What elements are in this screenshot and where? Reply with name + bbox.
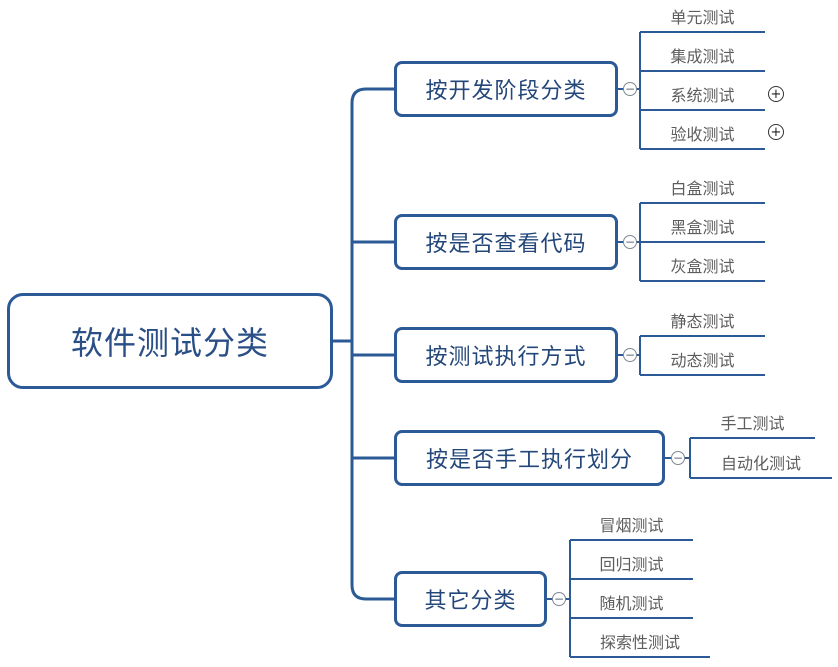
collapse-icon[interactable]: −: [671, 451, 685, 465]
leaf-label: 手工测试: [720, 414, 785, 433]
leaf-label: 集成测试: [670, 47, 735, 66]
leaf-static-test[interactable]: 静态测试: [640, 308, 765, 332]
leaf-label: 验收测试: [670, 125, 735, 144]
category-label: 其它分类: [424, 589, 517, 614]
collapse-icon[interactable]: −: [623, 235, 637, 249]
leaf-manual-test[interactable]: 手工测试: [690, 410, 815, 434]
leaf-label: 灰盒测试: [670, 257, 735, 276]
category-label: 按开发阶段分类: [425, 79, 587, 104]
collapse-icon[interactable]: −: [623, 348, 637, 362]
leaf-black-box-test[interactable]: 黑盒测试: [640, 214, 765, 238]
category-label: 按测试执行方式: [425, 345, 587, 370]
category-label: 按是否查看代码: [425, 232, 587, 257]
leaf-label: 探索性测试: [599, 633, 680, 652]
root-topic-label: 软件测试分类: [70, 324, 269, 362]
leaf-random-test[interactable]: 随机测试: [570, 590, 693, 614]
leaf-acceptance-test[interactable]: 验收测试: [640, 121, 765, 145]
root-topic[interactable]: 软件测试分类: [7, 293, 333, 389]
leaf-label: 白盒测试: [670, 179, 735, 198]
leaf-smoke-test[interactable]: 冒烟测试: [570, 512, 693, 536]
collapse-icon[interactable]: −: [552, 592, 566, 606]
leaf-dynamic-test[interactable]: 动态测试: [640, 347, 765, 371]
leaf-label: 黑盒测试: [670, 218, 735, 237]
leaf-white-box-test[interactable]: 白盒测试: [640, 175, 765, 199]
leaf-label: 静态测试: [670, 312, 735, 331]
category-label: 按是否手工执行划分: [425, 448, 633, 473]
leaf-label: 系统测试: [670, 86, 735, 105]
leaf-exploratory-test[interactable]: 探索性测试: [570, 629, 710, 653]
leaf-integration-test[interactable]: 集成测试: [640, 43, 765, 67]
category-view-code[interactable]: 按是否查看代码: [394, 214, 618, 270]
leaf-regression-test[interactable]: 回归测试: [570, 551, 693, 575]
leaf-label: 自动化测试: [720, 454, 801, 473]
leaf-automated-test[interactable]: 自动化测试: [690, 450, 832, 474]
expand-icon[interactable]: +: [768, 124, 784, 140]
category-dev-stage[interactable]: 按开发阶段分类: [394, 61, 618, 117]
leaf-system-test[interactable]: 系统测试: [640, 82, 765, 106]
leaf-label: 动态测试: [670, 351, 735, 370]
leaf-label: 冒烟测试: [599, 516, 664, 535]
category-other[interactable]: 其它分类: [394, 571, 547, 627]
leaf-unit-test[interactable]: 单元测试: [640, 4, 765, 28]
category-manual-execution[interactable]: 按是否手工执行划分: [394, 430, 665, 486]
leaf-label: 随机测试: [599, 594, 664, 613]
leaf-gray-box-test[interactable]: 灰盒测试: [640, 253, 765, 277]
leaf-label: 单元测试: [670, 8, 735, 27]
collapse-icon[interactable]: −: [623, 82, 637, 96]
expand-icon[interactable]: +: [768, 86, 784, 102]
category-execution-mode[interactable]: 按测试执行方式: [394, 327, 618, 383]
leaf-label: 回归测试: [599, 555, 664, 574]
